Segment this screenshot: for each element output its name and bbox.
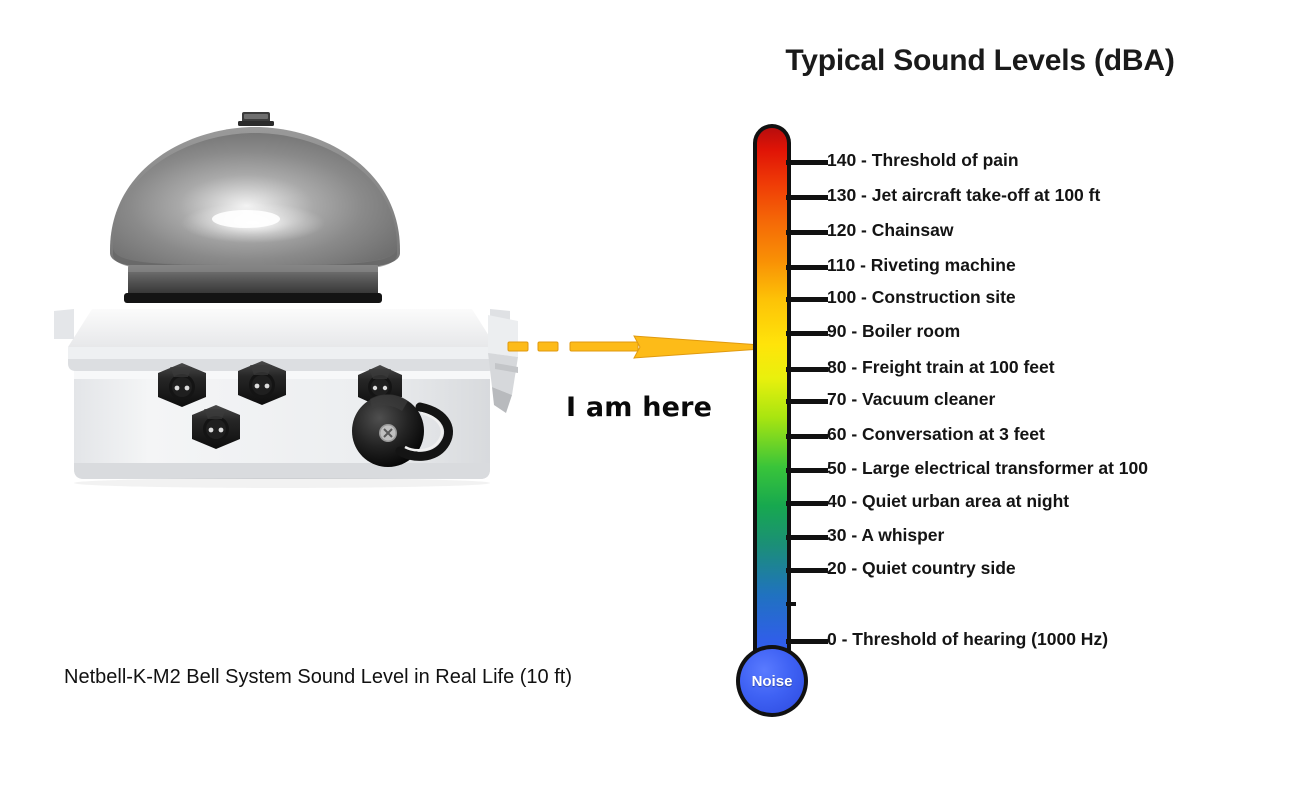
scale-label: 80 - Freight train at 100 feet: [827, 357, 1055, 377]
cable-gland-3: [192, 405, 240, 449]
page-title: Typical Sound Levels (dBA): [785, 44, 1175, 77]
scale-label: 100 - Construction site: [827, 287, 1016, 307]
scale-label: 30 - A whisper: [827, 525, 945, 545]
arrow-icon: [507, 335, 791, 359]
enclosure-lid: [54, 309, 510, 371]
tick-mark-icon: [786, 568, 828, 573]
caption: Netbell-K-M2 Bell System Sound Level in …: [64, 666, 573, 688]
bell-system-illustration: [54, 112, 518, 488]
tick-mark-icon: [786, 399, 828, 404]
enclosure-hinge: [488, 315, 518, 413]
scale-label: 120 - Chainsaw: [827, 220, 954, 240]
tick-mark-icon: [786, 331, 828, 336]
thermometer-column-fill: [757, 128, 787, 684]
tick-mark-icon: [786, 160, 828, 165]
scale-label: 140 - Threshold of pain: [827, 150, 1019, 170]
pointer-arrow: [500, 330, 800, 370]
scale-label: 130 - Jet aircraft take-off at 100 ft: [827, 185, 1101, 205]
tick-mark-icon: [786, 230, 828, 235]
tick-mark-icon: [786, 265, 828, 270]
tick-mark-icon: [786, 195, 828, 200]
thermometer-gauge: Noise: [736, 118, 816, 728]
round-connector-with-cap: [352, 394, 453, 467]
cable-gland-2: [238, 361, 286, 405]
tick-mark-icon: [786, 434, 828, 439]
cable-gland-1: [158, 363, 206, 407]
tick-mark-icon: [786, 468, 828, 473]
tick-mark-icon: [786, 535, 828, 540]
tick-mark-icon: [786, 501, 828, 506]
scale-label: 90 - Boiler room: [827, 321, 961, 341]
scale-label: 110 - Riveting machine: [827, 255, 1016, 275]
thermometer-bulb-fill: [740, 649, 804, 713]
bell-mounting-plate: [124, 265, 382, 303]
tick-mark-icon: [786, 297, 828, 302]
tick-mark-icon: [786, 639, 828, 644]
scale-label: 40 - Quiet urban area at night: [827, 491, 1070, 511]
product-photo: [40, 95, 530, 495]
bell-top-nut: [238, 112, 274, 126]
tick-mark-icon: [786, 367, 828, 372]
scale-label: 50 - Large electrical transformer at 100: [827, 458, 1148, 478]
scale-label: 60 - Conversation at 3 feet: [827, 424, 1045, 444]
scale-label: 20 - Quiet country side: [827, 558, 1016, 578]
tick-mark-icon: [786, 602, 796, 606]
scale-label: 0 - Threshold of hearing (1000 Hz): [827, 629, 1109, 649]
annotation-label: I am here: [566, 392, 713, 423]
scale-label: 70 - Vacuum cleaner: [827, 389, 996, 409]
